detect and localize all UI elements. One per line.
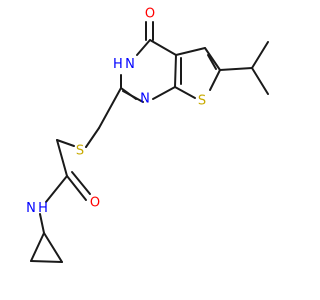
bond-c4a-c5 bbox=[175, 47, 206, 56]
bond-ch-me2 bbox=[251, 67, 269, 95]
chemical-structure-canvas: O H N N S S O N H bbox=[0, 0, 300, 300]
bond-cpr-2 bbox=[30, 260, 63, 263]
bond-c5-c6-inner bbox=[207, 54, 217, 70]
bond-n3-c4 bbox=[136, 39, 151, 56]
atom-s-linker: S bbox=[76, 144, 84, 159]
atom-nh-amide-h: H bbox=[38, 201, 48, 216]
bond-co-o-double bbox=[71, 171, 91, 195]
bond-c5-c6 bbox=[204, 47, 221, 71]
bond-cpr-1 bbox=[30, 232, 45, 262]
atom-nh-amide-n: N bbox=[26, 201, 36, 216]
atom-nh-amide: N H bbox=[26, 201, 48, 216]
bond-cpr-3 bbox=[43, 232, 63, 263]
atom-o-top: O bbox=[145, 7, 155, 22]
bond-c4a-c7a bbox=[174, 54, 177, 88]
atom-labels: O H N N S S O N H bbox=[26, 7, 206, 216]
molecule-diagram: O H N N S S O N H bbox=[0, 0, 300, 300]
bond-co-o bbox=[66, 175, 87, 201]
bond-c6-s bbox=[209, 69, 221, 91]
bond-n-cpr bbox=[39, 213, 45, 234]
bond-c2-ch2 bbox=[98, 87, 122, 129]
atom-nh-ring-h: H bbox=[113, 57, 123, 72]
bond-ch-me1 bbox=[251, 41, 269, 69]
bond-n1-c2-double bbox=[122, 90, 144, 103]
bond-s-c7a bbox=[174, 86, 196, 99]
bond-c7a-n1 bbox=[152, 86, 176, 100]
bond-c4-c4a bbox=[149, 39, 177, 56]
bond-co-n bbox=[45, 175, 68, 203]
atom-n-ring: N bbox=[140, 92, 150, 107]
bond-lines bbox=[30, 21, 269, 263]
bond-c6-ch bbox=[219, 67, 253, 71]
atom-s-thiophene: S bbox=[198, 94, 206, 109]
bond-ch2-s bbox=[85, 127, 100, 148]
atom-nh-ring: H N bbox=[113, 57, 135, 72]
atom-nh-ring-n: N bbox=[125, 57, 135, 72]
atom-o-amide: O bbox=[90, 196, 100, 211]
background bbox=[0, 0, 300, 300]
bond-ch2-co bbox=[56, 139, 68, 177]
bond-s-ch2 bbox=[56, 139, 75, 147]
